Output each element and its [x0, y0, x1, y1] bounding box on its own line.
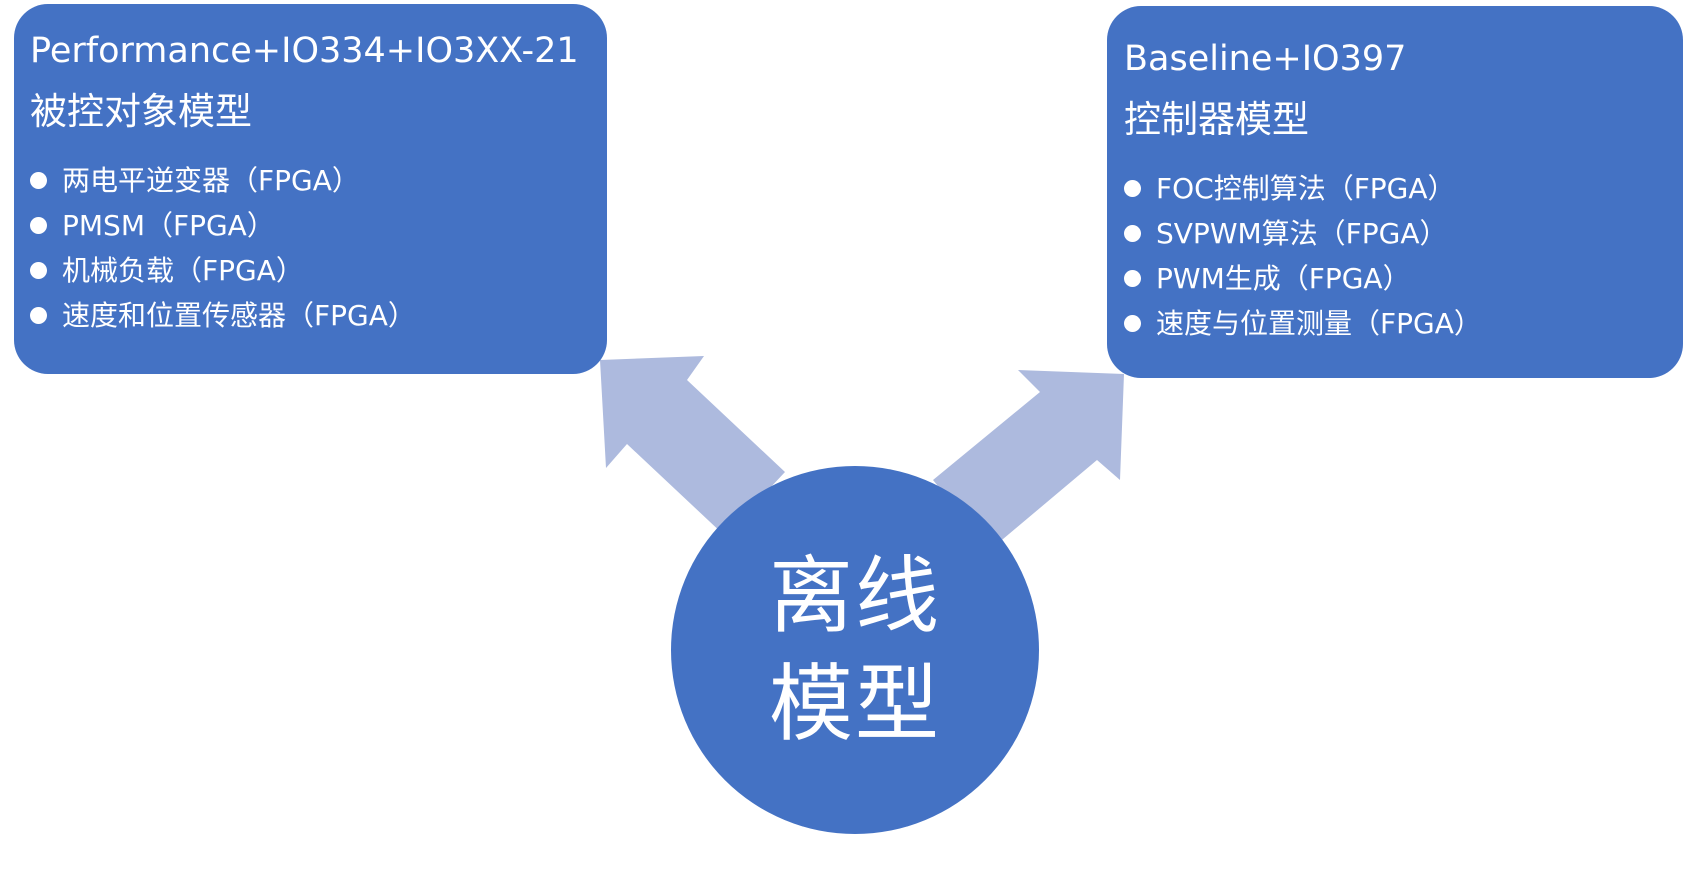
list-item: 速度与位置测量（FPGA） [1124, 301, 1683, 346]
list-item-label: 速度和位置传感器（FPGA） [62, 299, 416, 332]
bullet-icon [30, 217, 47, 234]
plant-model-platform-title: Performance+IO334+IO3XX-21 [30, 31, 579, 71]
plant-model-item-list: 两电平逆变器（FPGA） PMSM（FPGA） 机械负载（FPGA） 速度和位置… [30, 158, 607, 338]
list-item: SVPWM算法（FPGA） [1124, 211, 1683, 256]
controller-model-platform-title: Baseline+IO397 [1124, 39, 1407, 79]
bullet-icon [30, 262, 47, 279]
bullet-icon [30, 172, 47, 189]
list-item-label: PWM生成（FPGA） [1156, 262, 1411, 295]
bullet-icon [1124, 225, 1141, 242]
list-item: 两电平逆变器（FPGA） [30, 158, 607, 203]
list-item-label: 两电平逆变器（FPGA） [62, 164, 360, 197]
bullet-icon [1124, 180, 1141, 197]
list-item-label: SVPWM算法（FPGA） [1156, 217, 1448, 250]
offline-model-label: 离线 模型 [671, 464, 1039, 836]
controller-model-item-list: FOC控制算法（FPGA） SVPWM算法（FPGA） PWM生成（FPGA） … [1124, 166, 1683, 346]
arrow-to-plant-model [600, 356, 785, 536]
list-item-label: 速度与位置测量（FPGA） [1156, 307, 1482, 340]
bullet-icon [30, 307, 47, 324]
controller-model-box: Baseline+IO397 控制器模型 FOC控制算法（FPGA） SVPWM… [1107, 6, 1683, 378]
plant-model-box: Performance+IO334+IO3XX-21 被控对象模型 两电平逆变器… [14, 4, 607, 374]
list-item: 机械负载（FPGA） [30, 248, 607, 293]
list-item: PWM生成（FPGA） [1124, 256, 1683, 301]
bullet-icon [1124, 315, 1141, 332]
list-item: FOC控制算法（FPGA） [1124, 166, 1683, 211]
list-item-label: PMSM（FPGA） [62, 209, 275, 242]
bullet-icon [1124, 270, 1141, 287]
list-item-label: 机械负载（FPGA） [62, 254, 304, 287]
list-item-label: FOC控制算法（FPGA） [1156, 172, 1456, 205]
list-item: 速度和位置传感器（FPGA） [30, 293, 607, 338]
center-label-line-1: 离线 [768, 547, 941, 645]
center-circle [671, 466, 1039, 834]
controller-model-heading: 控制器模型 [1124, 98, 1309, 141]
arrow-to-controller-model [933, 370, 1124, 550]
plant-model-heading: 被控对象模型 [30, 90, 252, 133]
center-label-line-2: 模型 [768, 655, 941, 753]
list-item: PMSM（FPGA） [30, 203, 607, 248]
